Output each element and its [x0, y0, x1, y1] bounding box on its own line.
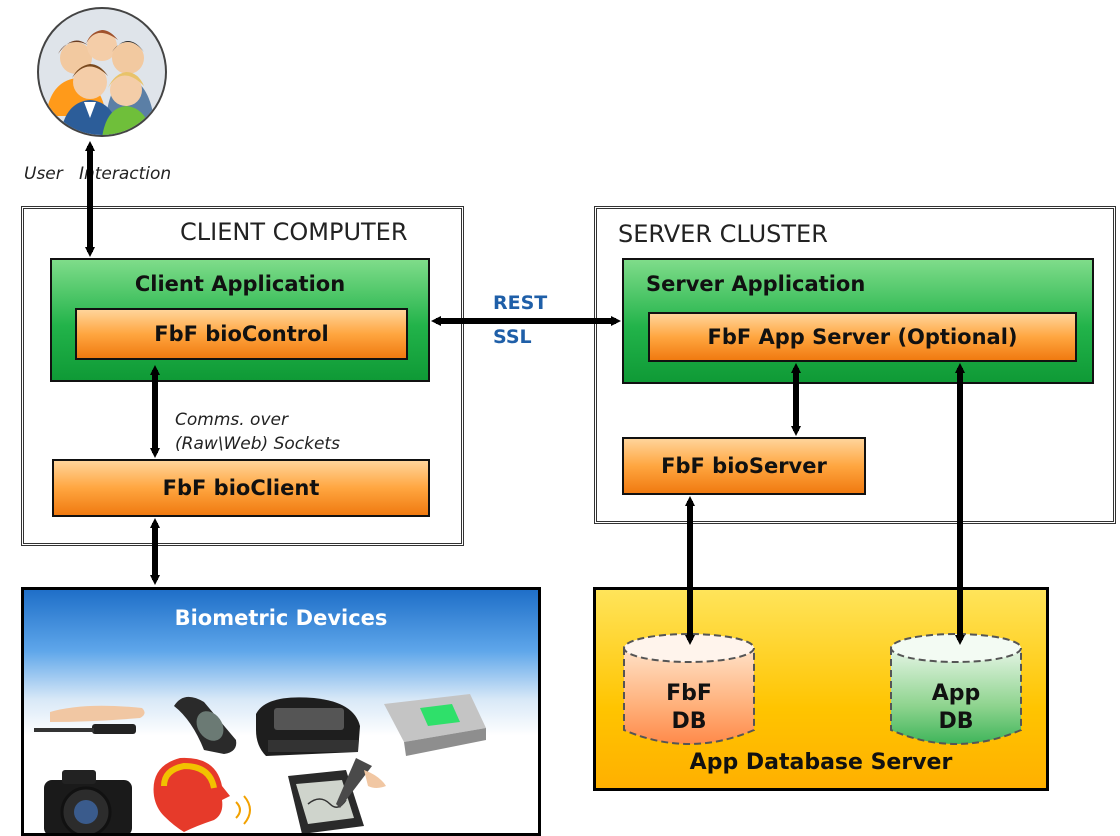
slap-scanner-icon — [384, 694, 486, 756]
fingerprint-reader-icon — [174, 696, 237, 754]
client-computer-title: CLIENT COMPUTER — [180, 218, 408, 246]
fbf-db-cylinder: FbF DB — [622, 632, 756, 746]
bioserver-box: FbF bioServer — [622, 437, 866, 495]
desktop-scanner-icon — [256, 697, 360, 756]
bioclient-box: FbF bioClient — [52, 459, 430, 517]
database-icon — [890, 633, 1022, 745]
camera-icon — [44, 770, 132, 833]
app-database-server-title: App Database Server — [689, 750, 953, 775]
app-db-label-line1: App — [931, 681, 981, 706]
server-cluster-title: SERVER CLUSTER — [618, 220, 828, 248]
fbf-db-label-line2: DB — [671, 709, 707, 734]
device-images — [34, 694, 486, 833]
app-server-box: FbF App Server (Optional) — [648, 312, 1077, 362]
signature-pad-icon — [288, 758, 386, 833]
palm-scanner-icon — [34, 705, 145, 734]
protocol-rest-label: REST — [493, 292, 548, 314]
server-application-title: Server Application — [646, 272, 866, 296]
protocol-ssl-label: SSL — [493, 326, 532, 348]
fbf-db-label-line1: FbF — [666, 681, 712, 706]
biocontrol-box: FbF bioControl — [75, 308, 408, 360]
app-database-server-panel: App Database Server — [593, 587, 1049, 791]
voice-recognition-icon — [153, 757, 251, 832]
biometric-devices-panel: Biometric Devices — [21, 587, 541, 836]
user-interaction-label: User Interaction — [24, 164, 172, 184]
database-icon — [623, 633, 755, 745]
comms-label-line1: Comms. over — [175, 410, 288, 430]
comms-label-line2: (Raw\Web) Sockets — [175, 434, 340, 454]
app-db-label-line2: DB — [938, 709, 974, 734]
biometric-devices-title: Biometric Devices — [174, 606, 388, 630]
client-application-title: Client Application — [134, 272, 346, 296]
app-db-cylinder: App DB — [889, 632, 1023, 746]
users-group-icon — [36, 6, 168, 138]
